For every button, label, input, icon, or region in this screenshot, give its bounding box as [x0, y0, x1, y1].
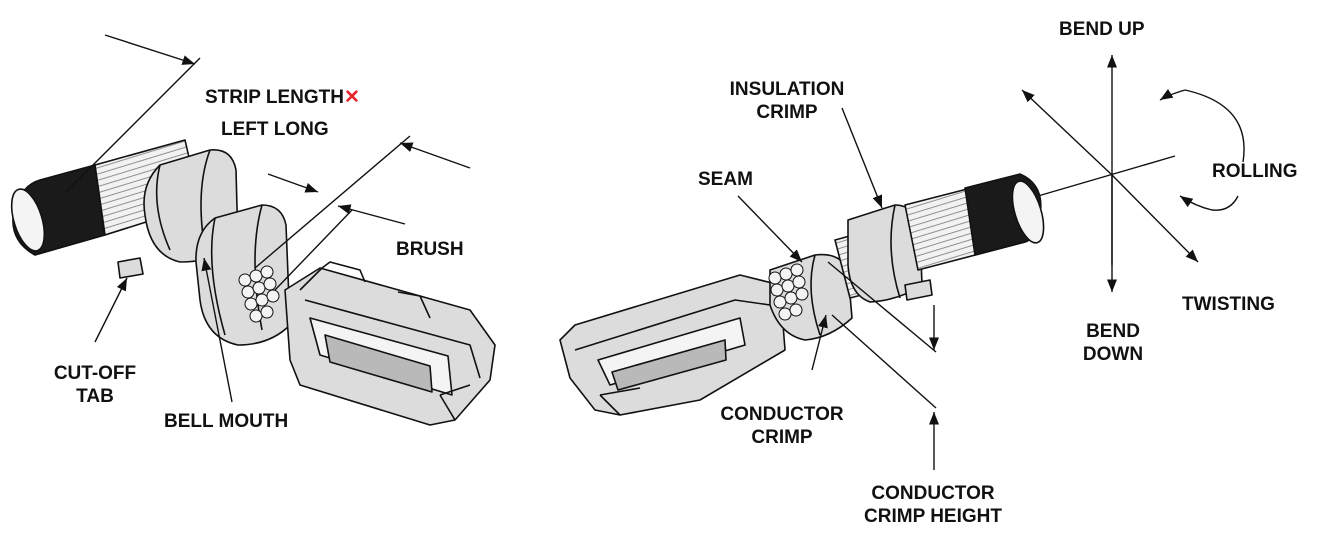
- left-long-label: LEFT LONG: [221, 119, 329, 140]
- conductor-crimp-label: CONDUCTOR CRIMP: [700, 403, 864, 449]
- strip-length-x-icon: ✕: [344, 87, 360, 108]
- left-terminal: [10, 139, 496, 426]
- cut-off-tab-line-2: TAB: [76, 386, 114, 407]
- insulation-crimp-label: INSULATION CRIMP: [712, 78, 862, 124]
- brush-label: BRUSH: [396, 239, 464, 260]
- crimp-height-line-2: CRIMP HEIGHT: [864, 506, 1002, 527]
- right-wire-end-face: [1011, 180, 1045, 244]
- bend-down-line-2: DOWN: [1082, 344, 1144, 365]
- bend-down-line-1: BEND: [1086, 321, 1140, 342]
- left-strand-bundle: [238, 265, 280, 323]
- cut-off-tab-label: CUT-OFF TAB: [40, 362, 150, 408]
- bend-up-label: BEND UP: [1059, 19, 1145, 40]
- left-wire-end-face: [10, 188, 46, 252]
- conductor-crimp-height-label: CONDUCTOR CRIMP HEIGHT: [838, 482, 1028, 528]
- right-strand-bundle: [768, 263, 809, 321]
- bend-down-label: BEND DOWN: [1068, 320, 1158, 366]
- seam-label: SEAM: [698, 169, 753, 190]
- strip-length-label: STRIP LENGTH✕: [205, 86, 360, 109]
- strip-length-text: STRIP LENGTH: [205, 87, 344, 108]
- insulation-crimp-line-1: INSULATION: [729, 79, 845, 100]
- conductor-crimp-line-1: CONDUCTOR: [720, 404, 844, 425]
- left-cut-off-tab: [117, 257, 144, 279]
- insulation-crimp-line-2: CRIMP: [756, 102, 818, 123]
- rolling-label: ROLLING: [1212, 161, 1298, 182]
- crimp-height-line-1: CONDUCTOR: [871, 483, 995, 504]
- right-terminal: [559, 173, 1045, 416]
- conductor-crimp-line-2: CRIMP: [751, 427, 813, 448]
- annotation-lines: [65, 34, 1245, 470]
- cut-off-tab-line-1: CUT-OFF: [53, 363, 137, 384]
- bell-mouth-label: BELL MOUTH: [164, 411, 289, 432]
- twisting-label: TWISTING: [1182, 294, 1275, 315]
